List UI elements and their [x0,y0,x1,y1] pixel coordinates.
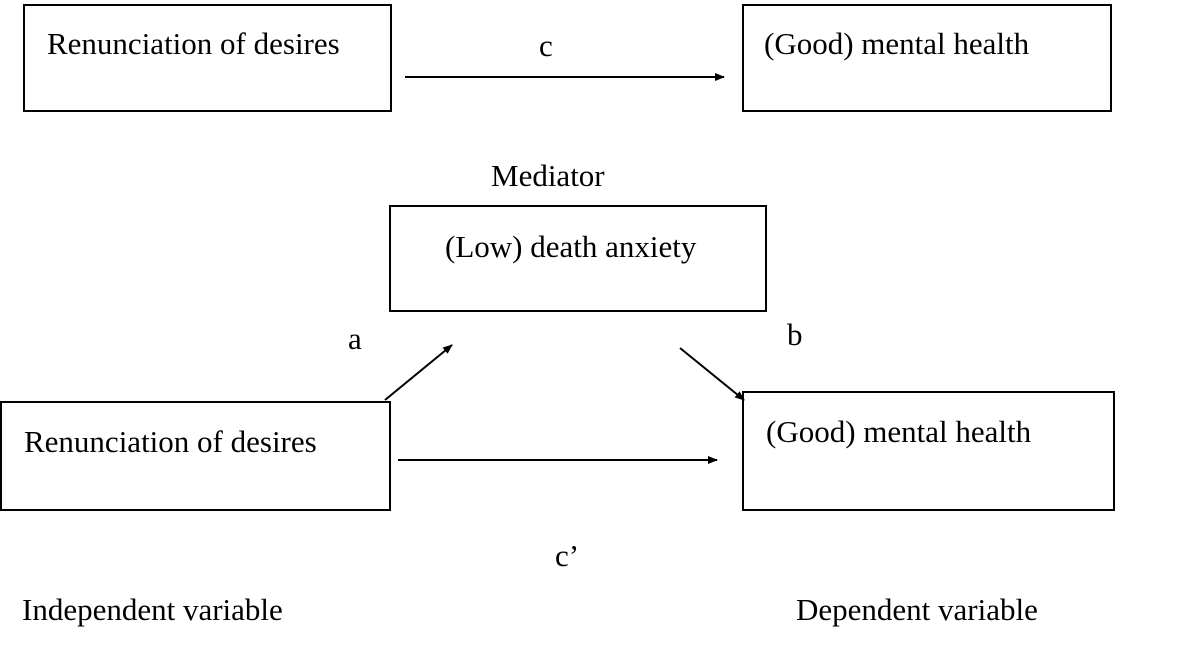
path-a-label: a [348,321,362,356]
mediator-heading: Mediator [491,158,605,193]
mediation-dependent-label: (Good) mental health [766,414,1032,449]
mediation-dependent-box: (Good) mental health [742,391,1115,511]
path-c-label: c [539,28,553,63]
independent-variable-caption: Independent variable [22,592,283,627]
total-effect-dependent-label: (Good) mental health [764,26,1030,61]
dependent-variable-caption: Dependent variable [796,592,1038,627]
mediator-box-label: (Low) death anxiety [445,229,697,264]
path-a-arrow [384,344,453,401]
path-b-label: b [787,317,803,352]
mediator-box: (Low) death anxiety [389,205,767,312]
total-effect-independent-label: Renunciation of desires [47,26,340,61]
mediation-independent-box: Renunciation of desires [0,401,391,511]
path-c-prime-label: c’ [555,538,580,573]
path-b-arrow [679,347,745,401]
total-effect-dependent-box: (Good) mental health [742,4,1112,112]
mediation-independent-label: Renunciation of desires [24,424,317,459]
total-effect-independent-box: Renunciation of desires [23,4,392,112]
